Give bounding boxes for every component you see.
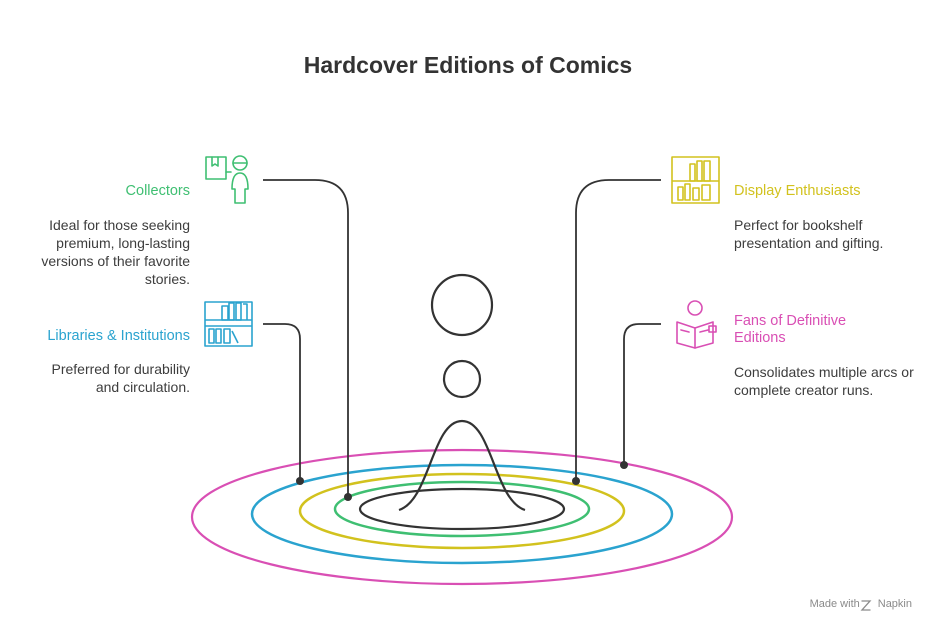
footer-credit: Made with Napkin [810, 598, 912, 610]
display-heading: Display Enthusiasts [734, 183, 861, 199]
connector-dot-fans [620, 461, 628, 469]
ring-collectors [333, 480, 591, 538]
connector-display [575, 179, 661, 481]
display-description: Perfect for bookshelf presentation and g… [734, 217, 884, 251]
libraries-description: Preferred for durability and circulation… [51, 361, 190, 395]
reader-icon [676, 300, 717, 349]
napkin-brand: Napkin [877, 598, 912, 610]
bookshelf-icon [204, 301, 253, 347]
collectors-heading: Collectors [125, 183, 190, 199]
made-with-label: Made with [809, 598, 860, 610]
connector-collectors [263, 179, 349, 497]
connector-fans [623, 323, 661, 465]
figure-head [430, 273, 494, 337]
ring-display [298, 472, 626, 550]
collectors-description: Ideal for those seeking premium, long-la… [41, 217, 190, 287]
page-title: Hardcover Editions of Comics [303, 52, 633, 78]
ring-fans [190, 448, 734, 586]
libraries-heading: Libraries & Institutions [47, 328, 190, 344]
connector-dot-display [572, 477, 580, 485]
display-shelf-icon [671, 156, 720, 204]
connector-dot-collectors [344, 493, 352, 501]
napkin-logo-icon [860, 600, 872, 611]
ring-center [358, 487, 566, 531]
connector-libraries [263, 323, 301, 481]
ring-libraries [250, 463, 674, 565]
collector-person-icon [205, 155, 249, 204]
fans-description: Consolidates multiple arcs or complete c… [734, 364, 914, 398]
connector-dot-libraries [296, 477, 304, 485]
fans-heading: Fans of Definitive Editions [734, 313, 847, 346]
figure-splash [398, 419, 526, 512]
figure-drop [442, 359, 482, 399]
